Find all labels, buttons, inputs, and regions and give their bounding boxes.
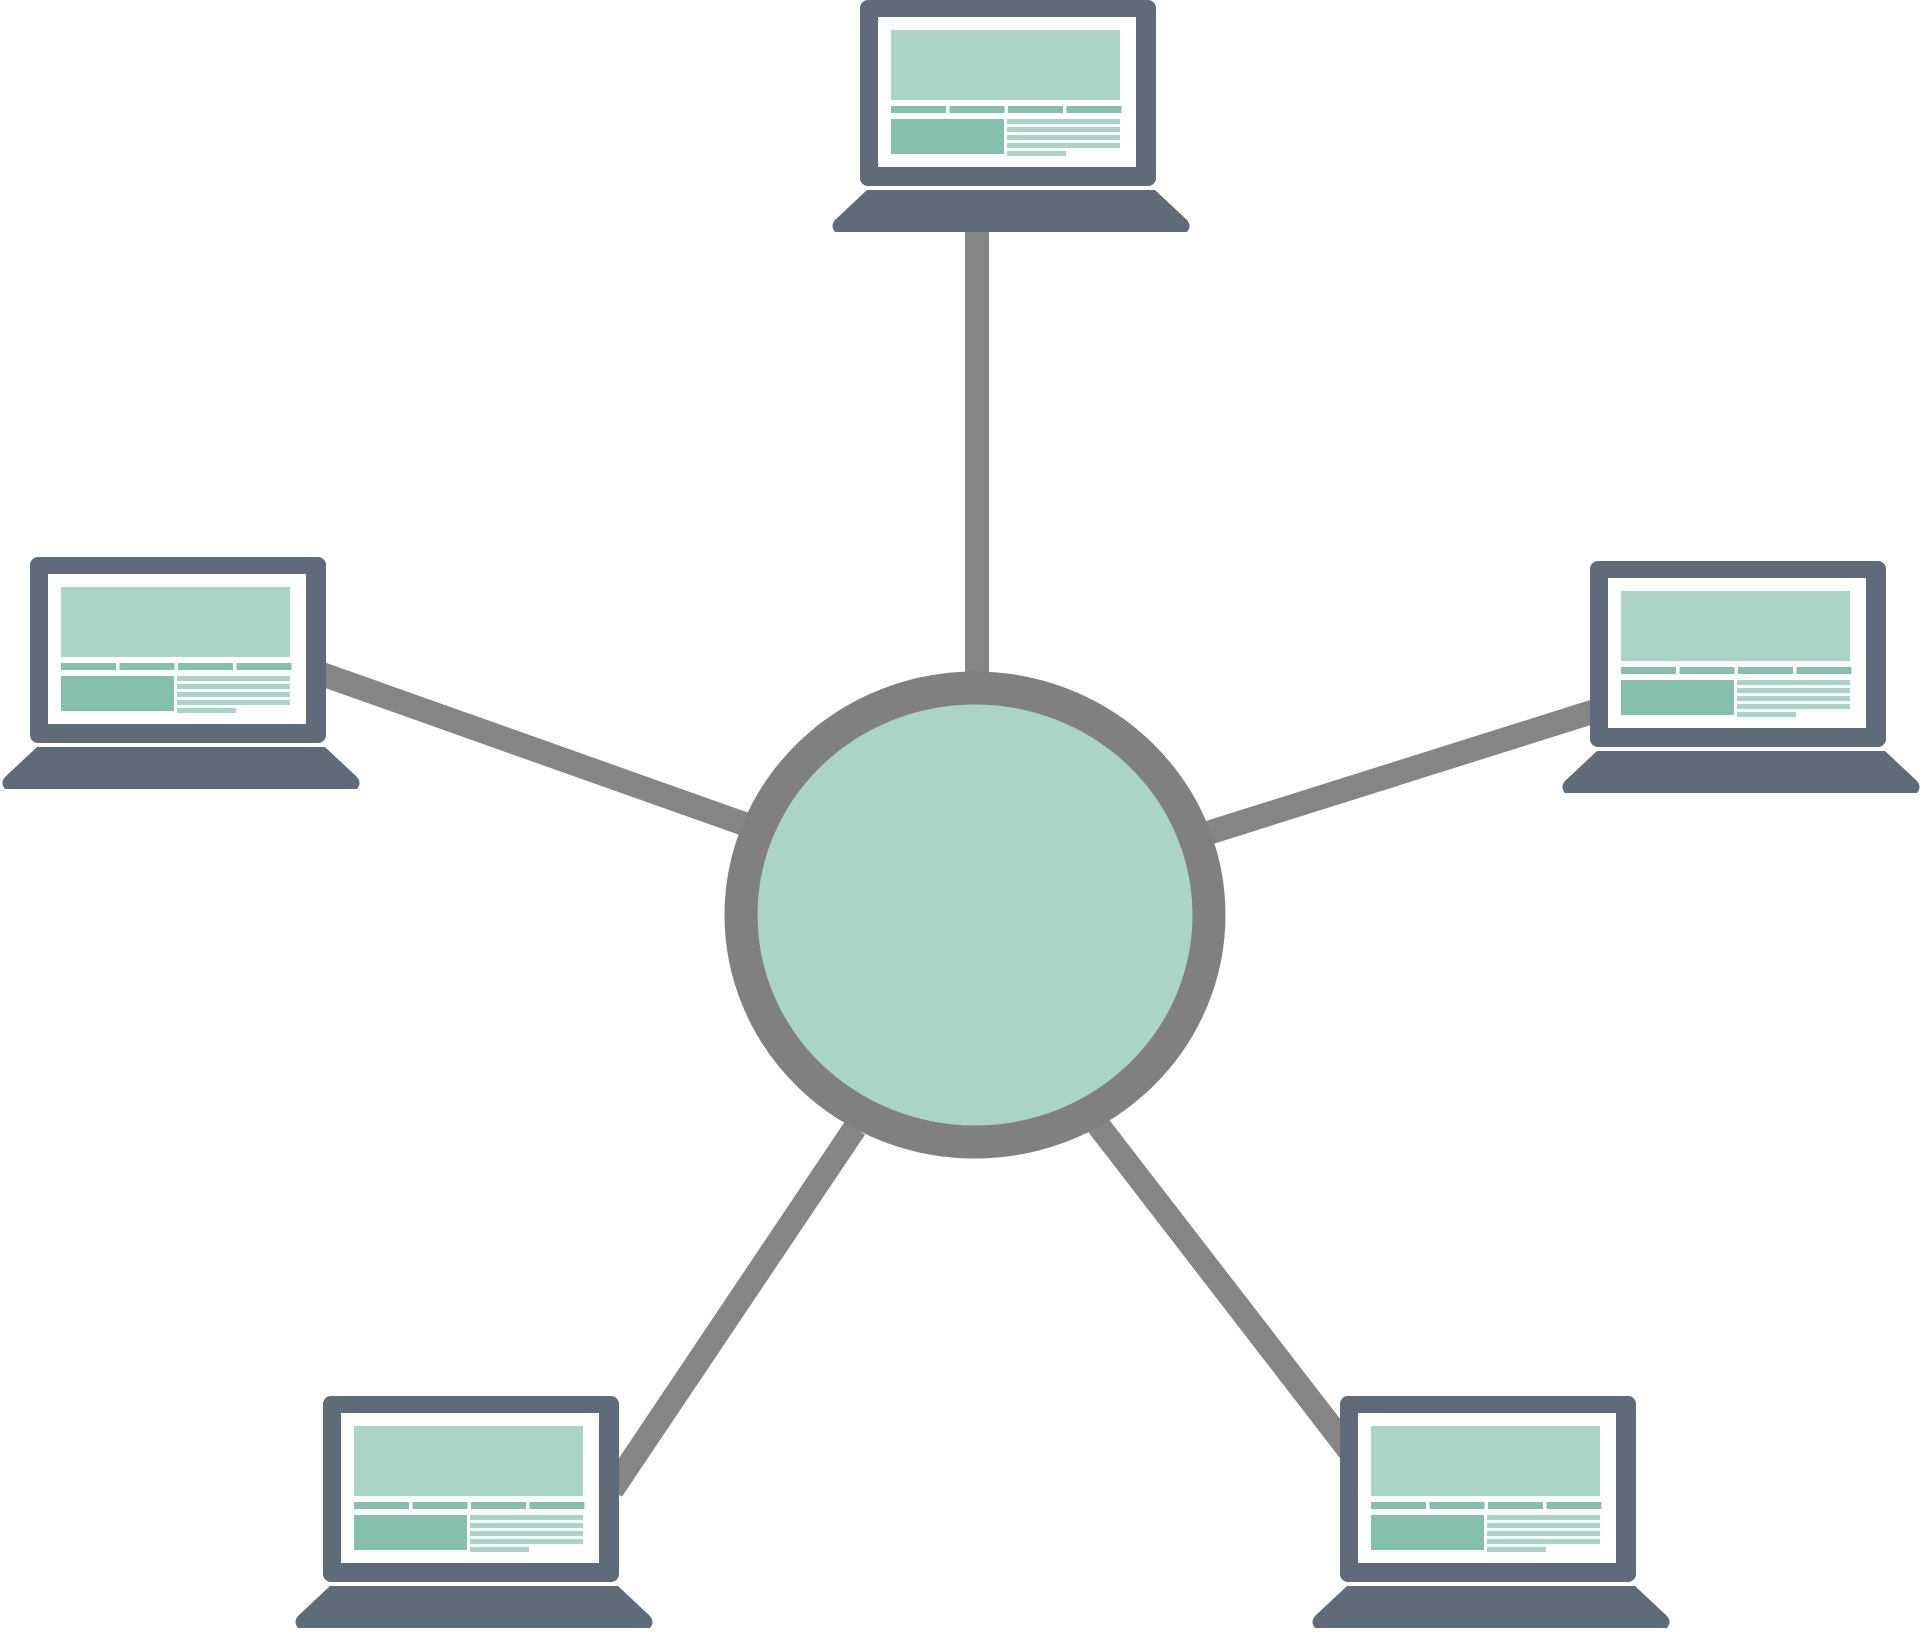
screen-text-line [470,1531,583,1536]
screen-text-line [1737,680,1850,685]
screen-banner [1621,591,1850,661]
screen-text-line [1007,135,1120,140]
screen-nav-bar [119,663,175,670]
screen-text-line [1487,1531,1600,1536]
screen-nav-bar [354,1502,409,1509]
screen-nav-bar [178,663,233,670]
screen-nav-bar [1796,667,1852,674]
screen-text-line [1487,1523,1600,1528]
laptop-icon [832,0,1190,232]
screen-nav-bar [529,1502,585,1509]
screen-nav-bar [1371,1502,1426,1509]
screen-text-line [1487,1515,1600,1520]
screen-text-line [177,684,290,689]
laptop-icon [2,557,360,789]
laptop-icon [1312,1396,1670,1628]
screen-nav-bar [949,106,1005,113]
links-layer [311,230,1612,1497]
screen-image-block [891,119,1004,154]
screen-banner [61,587,290,657]
screen-banner [891,30,1120,100]
link-right [1188,695,1612,850]
screen-nav-bar [1066,106,1122,113]
link-left [311,660,755,838]
link-bottom-left [602,1121,865,1497]
screen-image-block [1621,680,1734,715]
laptop-base [1562,751,1920,793]
screen-text-line [470,1523,583,1528]
hub-circle [724,671,1226,1159]
screen-text-line [1007,119,1120,124]
screen-nav-bar [412,1502,468,1509]
screen-text-line [1737,696,1850,701]
screen-text-line [1737,704,1850,709]
screen-nav-bar [236,663,292,670]
screen-nav-bar [471,1502,526,1509]
laptop-base [832,190,1190,232]
link-bottom-right [1078,1104,1362,1462]
laptop-icon [295,1396,653,1628]
screen-nav-bar [891,106,946,113]
screen-nav-bar [1429,1502,1485,1509]
screen-text-line [1007,151,1066,156]
screen-text-line [1487,1539,1600,1544]
screen-banner [1371,1426,1600,1496]
laptop-icon [1562,561,1920,793]
screen-image-block [61,676,174,711]
screen-text-line [470,1547,529,1552]
screen-nav-bar [1546,1502,1602,1509]
laptop-base [295,1586,653,1628]
screen-text-line [177,700,290,705]
laptop-base [2,747,360,789]
screen-banner [354,1426,583,1496]
screen-text-line [177,676,290,681]
screen-image-block [1371,1515,1484,1550]
screen-text-line [1487,1547,1546,1552]
screen-nav-bar [1621,667,1676,674]
screen-text-line [1737,712,1796,717]
screen-nav-bar [1008,106,1063,113]
screen-text-line [1007,127,1120,132]
hub-layer [724,671,1226,1159]
screen-text-line [177,692,290,697]
screen-text-line [1007,143,1120,148]
screen-nav-bar [61,663,116,670]
screen-text-line [470,1515,583,1520]
laptop-base [1312,1586,1670,1628]
screen-text-line [177,708,236,713]
screen-text-line [470,1539,583,1544]
screen-nav-bar [1738,667,1793,674]
screen-text-line [1737,688,1850,693]
screen-nav-bar [1488,1502,1543,1509]
screen-nav-bar [1679,667,1735,674]
screen-image-block [354,1515,467,1550]
